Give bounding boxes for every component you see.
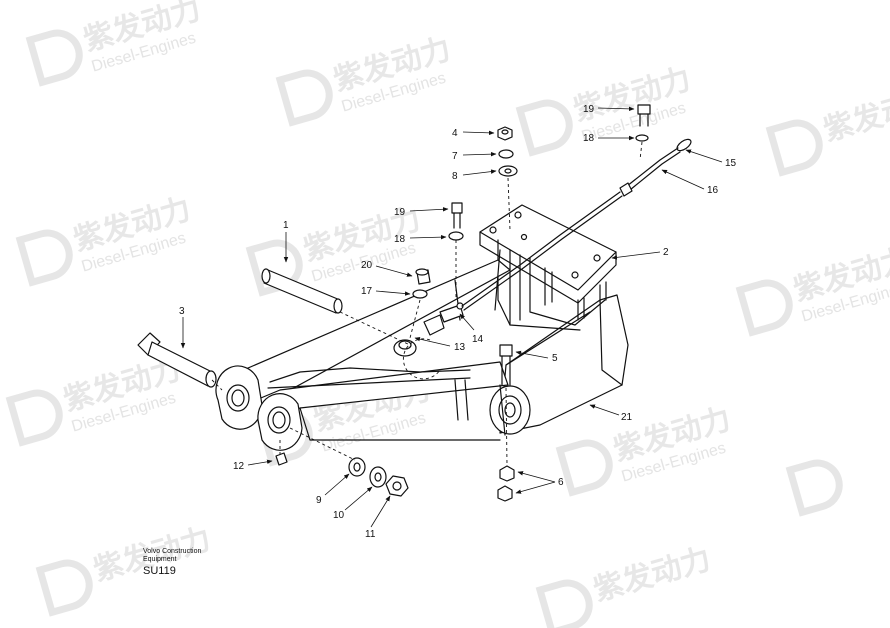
callout-1: 1 — [283, 220, 289, 231]
callout-21: 21 — [621, 412, 633, 423]
watermark-tile: 紫发动力 Diesel-Engines — [25, 0, 205, 87]
leader-lines — [180, 106, 723, 528]
grease-nipple-20 — [415, 268, 431, 285]
callout-3: 3 — [179, 306, 185, 317]
washer-8 — [498, 165, 518, 177]
watermark-tile — [785, 459, 843, 517]
callout-20: 20 — [361, 260, 373, 271]
callout-18-upper: 18 — [583, 133, 595, 144]
watermark-tile: 紫发动力 Diesel-Engines — [555, 402, 735, 497]
watermark-tile: 紫发动力 Diesel-Engines — [5, 352, 185, 447]
dipstick-15 — [619, 138, 692, 197]
watermark-brand-cn: 紫发动力 — [590, 542, 715, 609]
nuts-6 — [497, 465, 515, 502]
callout-13: 13 — [454, 342, 466, 353]
nut-11 — [385, 475, 409, 497]
oring-17 — [412, 289, 428, 299]
callout-4: 4 — [452, 128, 458, 139]
callout-11: 11 — [365, 529, 376, 540]
callout-18-center: 18 — [394, 234, 406, 245]
watermark-tile: 紫发动力 — [765, 82, 890, 177]
watermark-tile: 紫发动力 Diesel-Engines — [515, 62, 695, 157]
left-rear-eye — [215, 365, 263, 430]
footer: Volvo Construction Equipment SU119 — [143, 548, 201, 577]
assembly-lines — [211, 141, 643, 466]
callout-16: 16 — [707, 185, 719, 196]
pin-3 — [137, 332, 217, 388]
callout-14: 14 — [472, 334, 484, 345]
footer-figure-code: SU119 — [143, 565, 176, 577]
callout-19-center: 19 — [394, 207, 406, 218]
washer-18-upper — [635, 134, 649, 142]
nut-4 — [497, 126, 513, 141]
bolt-19-upper — [637, 104, 651, 127]
watermark-brand-cn: 紫发动力 — [820, 82, 890, 149]
callouts: 1 2 3 4 7 8 19 18 20 17 13 14 5 19 18 15… — [179, 104, 737, 540]
pin-1 — [261, 268, 343, 314]
callout-15: 15 — [725, 158, 737, 169]
callout-7: 7 — [452, 151, 458, 162]
watermark-tile: 紫发动力 Diesel-Engines — [735, 242, 890, 337]
bolt-19-center — [451, 202, 463, 229]
bolt-12 — [275, 452, 288, 466]
callout-5: 5 — [552, 353, 558, 364]
washer-9 — [348, 457, 366, 477]
watermark-tile: 紫发动力 Diesel-Engines — [275, 32, 455, 127]
bracket-housing — [215, 204, 629, 451]
bolt-5 — [499, 344, 513, 386]
callout-2: 2 — [663, 247, 669, 258]
washer-10 — [369, 466, 387, 488]
callout-9: 9 — [316, 495, 322, 506]
watermark-tile: 紫发动力 Diesel-Engines — [15, 192, 195, 287]
watermark-tile: 紫发动力 — [35, 522, 215, 617]
fitting-14 — [423, 302, 464, 336]
washer-18-center — [448, 231, 464, 241]
callout-17: 17 — [361, 286, 373, 297]
footer-company-line2: Equipment — [143, 556, 177, 563]
callout-6: 6 — [558, 477, 564, 488]
callout-8: 8 — [452, 171, 458, 182]
left-front-eye — [257, 393, 303, 451]
callout-12: 12 — [233, 461, 245, 472]
washer-7 — [498, 149, 514, 159]
mount-plate — [479, 204, 617, 291]
callout-10: 10 — [333, 510, 345, 521]
callout-19-upper: 19 — [583, 104, 595, 115]
lube-tube — [461, 191, 621, 307]
footer-company-line1: Volvo Construction — [143, 548, 201, 555]
watermark-tile: 紫发动力 — [535, 542, 715, 628]
